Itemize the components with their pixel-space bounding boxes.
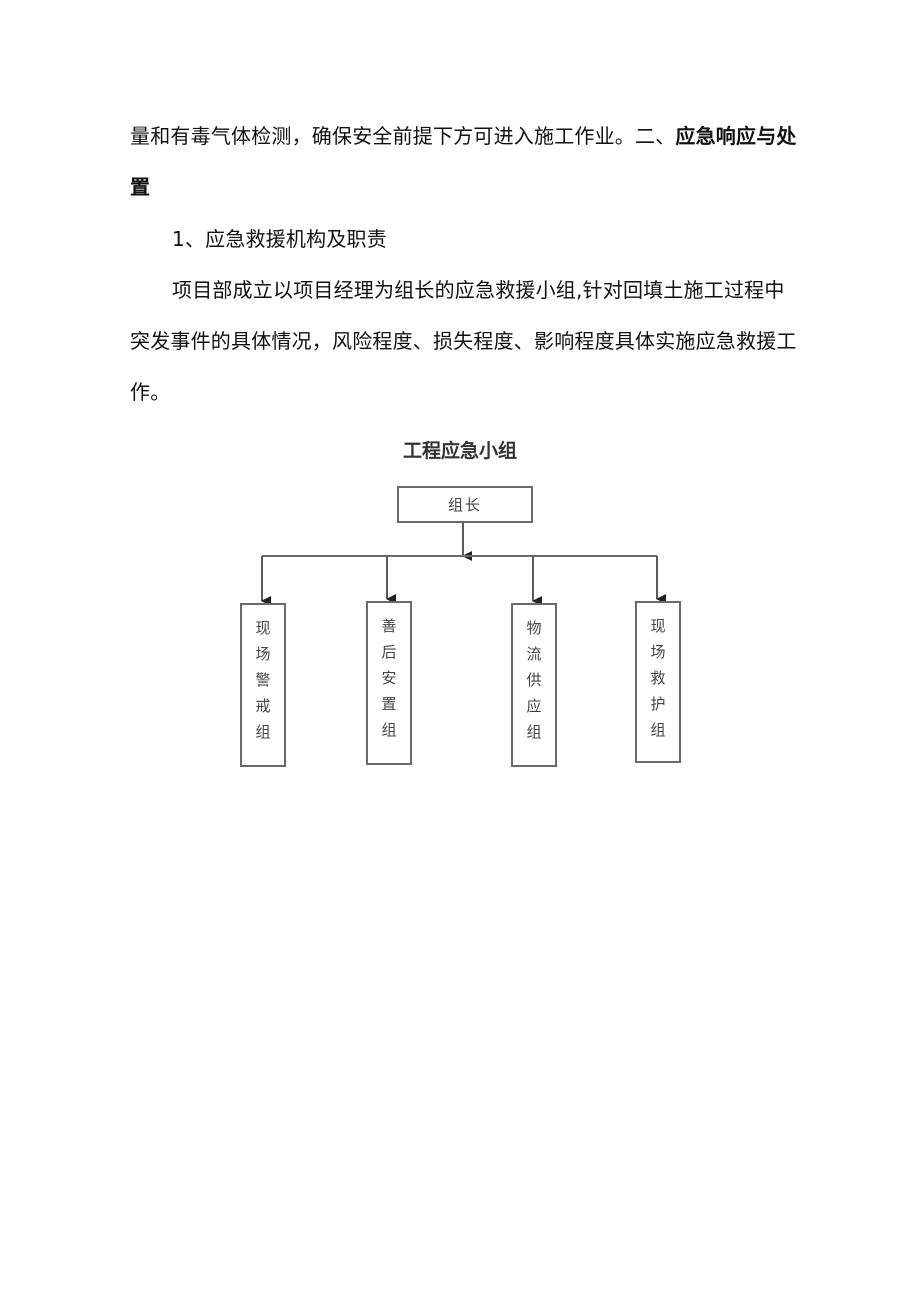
paragraph-line-1: 项目部成立以项目经理为组长的应急救援小组,针对回填土施工过程中 xyxy=(172,278,785,302)
group-char: 现 xyxy=(650,617,666,635)
group-char: 场 xyxy=(255,645,271,663)
group-char: 组 xyxy=(650,721,666,739)
section-heading-2-part1: 应急响应与处 xyxy=(675,124,797,148)
group-char: 现 xyxy=(255,619,271,637)
group-char: 场 xyxy=(650,643,666,661)
group-box-logistics: 物 流 供 应 组 xyxy=(511,603,557,767)
group-char: 流 xyxy=(526,645,542,663)
group-char: 供 xyxy=(526,671,542,689)
text-line-1: 量和有毒气体检测，确保安全前提下方可进入施工作业。二、应急响应与处 xyxy=(130,126,797,146)
group-char: 戒 xyxy=(255,697,271,715)
diagram-title: 工程应急小组 xyxy=(402,440,517,462)
section-heading-2-part2: 置 xyxy=(130,175,151,199)
group-box-site-rescue: 现 场 救 护 组 xyxy=(635,601,681,763)
group-char: 置 xyxy=(381,695,397,713)
group-char: 组 xyxy=(255,723,271,741)
group-char: 应 xyxy=(526,697,542,715)
group-char: 警 xyxy=(255,671,271,689)
group-char: 救 xyxy=(650,669,666,687)
leader-label: 组长 xyxy=(447,496,482,514)
subheading-1: 1、应急救援机构及职责 xyxy=(172,227,387,251)
group-char: 后 xyxy=(381,643,397,661)
paragraph-line-3: 作。 xyxy=(130,380,171,404)
group-char: 安 xyxy=(381,669,397,687)
group-char: 组 xyxy=(526,723,542,741)
paragraph-line-2: 突发事件的具体情况，风险程度、损失程度、影响程度具体实施应急救援工 xyxy=(130,329,797,353)
leader-box: 组长 xyxy=(397,486,533,523)
group-char: 物 xyxy=(526,619,542,637)
group-box-aftermath: 善 后 安 置 组 xyxy=(366,601,412,765)
group-box-site-guard: 现 场 警 戒 组 xyxy=(240,603,286,767)
group-char: 护 xyxy=(650,695,666,713)
group-char: 组 xyxy=(381,721,397,739)
group-char: 善 xyxy=(381,617,397,635)
text-line-1-regular: 量和有毒气体检测，确保安全前提下方可进入施工作业。二、 xyxy=(130,124,676,148)
